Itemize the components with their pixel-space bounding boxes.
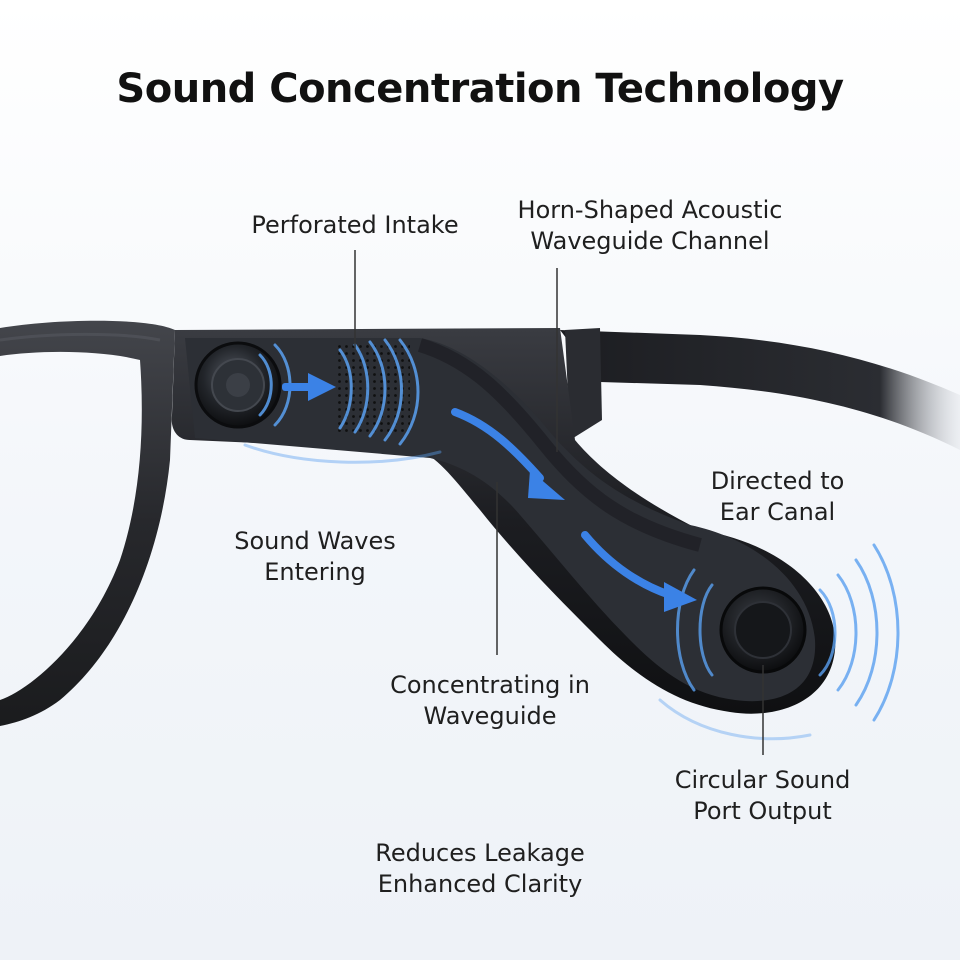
- label-horn-waveguide: Horn-Shaped Acoustic Waveguide Channel: [517, 196, 783, 255]
- flow-arrow-icon: [282, 373, 697, 612]
- label-perforated-intake: Perforated Intake: [251, 211, 459, 239]
- label-sound-waves-entering: Sound Waves Entering: [234, 527, 396, 586]
- sound-port-icon: [719, 586, 807, 674]
- lens-frame: [0, 320, 175, 726]
- page-title: Sound Concentration Technology: [116, 66, 844, 112]
- label-concentrating-waveguide: Concentrating in Waveguide: [390, 671, 590, 730]
- speaker-driver-icon: [194, 341, 282, 429]
- temple-arm: [560, 330, 960, 450]
- label-reduces-leakage: Reduces Leakage Enhanced Clarity: [375, 839, 585, 898]
- label-directed-ear-canal: Directed to Ear Canal: [710, 467, 845, 526]
- entering-waves: [243, 338, 442, 464]
- output-waves: [658, 543, 900, 741]
- label-circular-port: Circular Sound Port Output: [674, 766, 851, 825]
- leader-lines: [354, 250, 764, 755]
